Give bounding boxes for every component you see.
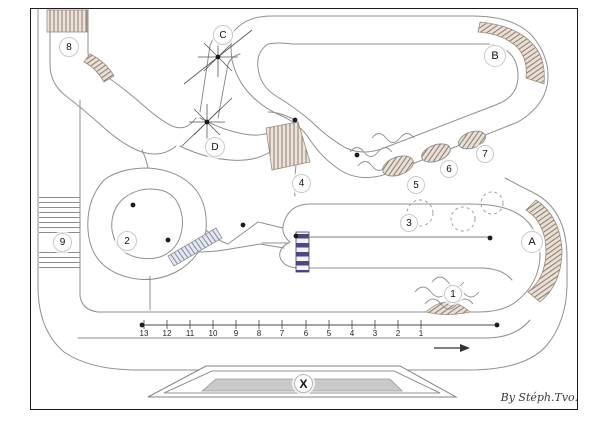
waypoint-dot [293,233,299,239]
ladder-upper [39,196,80,234]
banking-hatch-1 [425,301,471,315]
scale-tick-11: 11 [185,329,195,338]
banking-hatch-b [477,21,545,85]
ladder-crossing [39,196,80,268]
slope-hatch-4 [265,121,311,171]
marker-1: 1 [444,285,462,303]
scale-tick-7: 7 [279,329,285,338]
marker-A: A [521,231,543,253]
scale-tick-10: 10 [208,329,218,338]
scale-tick-12: 12 [162,329,172,338]
ladder-lower [39,252,80,268]
wave-hump-6 [421,143,451,163]
marker-D: D [205,137,225,157]
marker-6: 6 [440,160,458,178]
wave-texture [349,130,486,310]
waypoint-dot [130,202,136,208]
scale-tick-6: 6 [303,329,309,338]
scale-tick-9: 9 [233,329,239,338]
marker-3: 3 [400,214,418,232]
marker-4: 4 [292,174,311,193]
waypoint-dot [292,117,298,123]
scale-tick-8: 8 [256,329,262,338]
tree-icon [406,199,434,227]
tree-icon [480,191,504,215]
waypoint-dot [487,235,493,241]
waypoint-dot [494,322,500,328]
waypoint-dot [165,237,171,243]
marker-5: 5 [407,176,425,194]
banking-hatch-8 [46,9,88,33]
scale-tick-2: 2 [395,329,401,338]
tree-symbols [406,191,504,232]
lamp-starburst-c [183,29,253,85]
waypoint-dot [215,54,221,60]
waypoint-dots [130,117,360,243]
marker-B: B [484,45,506,67]
hatched-banking [46,9,563,315]
wave-hump-5 [382,155,414,177]
stripe-barrier [295,231,310,273]
marker-9: 9 [53,233,72,252]
scale-tick-5: 5 [326,329,332,338]
outer-boundary [37,8,568,371]
marker-2: 2 [117,231,137,251]
banking-hatch-8b [83,53,115,83]
track-outline [37,8,568,371]
marker-X: X [294,374,313,393]
scale-tick-13: 13 [139,329,149,338]
waypoint-dot [240,222,246,228]
scale-tick-1: 1 [418,329,424,338]
waypoint-dot [354,152,360,158]
border-frame [30,8,578,410]
signature: By Stéph.Tvo. [500,391,578,404]
waypoint-dot [204,119,210,125]
direction-arrow-icon [434,344,470,352]
banking-hatch-a [525,199,563,303]
wave-hump-7 [458,130,486,150]
marker-C: C [213,25,233,45]
tree-icon [450,206,476,232]
marker-8: 8 [59,37,79,57]
measure-line [139,320,500,329]
scale-tick-4: 4 [349,329,355,338]
waypoint-dot [139,322,145,328]
bridge-hatched-bar [167,227,223,267]
section-line [293,233,493,241]
lamp-starburst-d [181,97,233,147]
marker-7: 7 [476,145,494,163]
scale-tick-3: 3 [372,329,378,338]
